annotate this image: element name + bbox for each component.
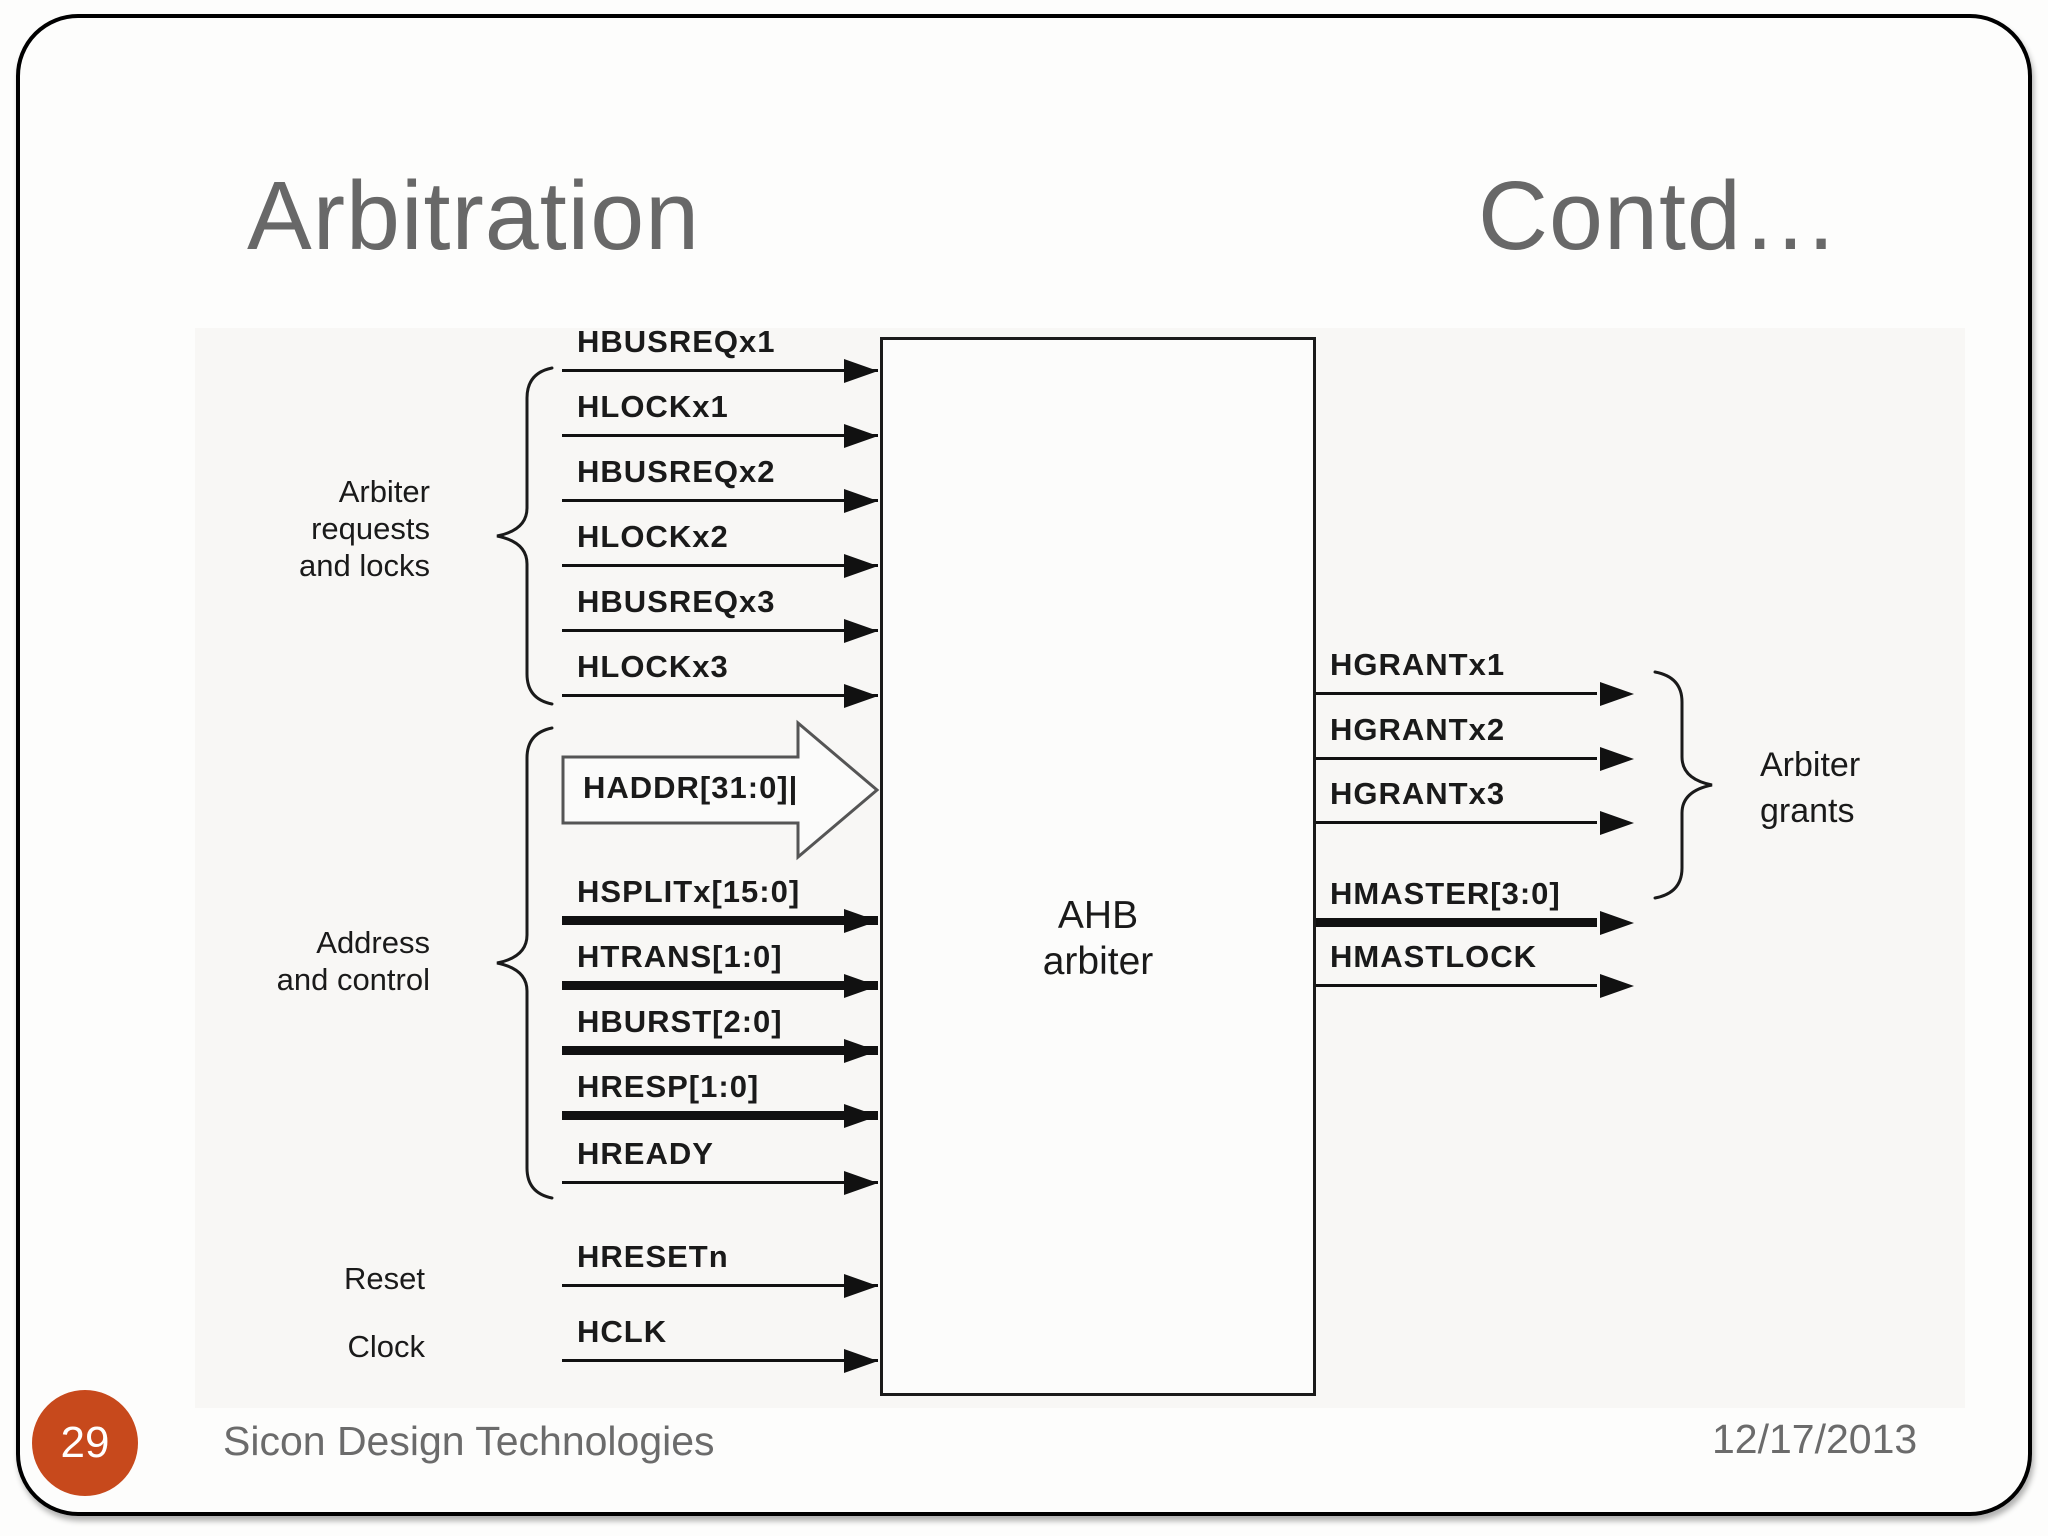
arrowhead-icon — [844, 684, 878, 708]
signal-wire — [1316, 692, 1597, 695]
signal-hclk: HCLK — [562, 1312, 878, 1373]
signal-hmastlock: HMASTLOCK — [1316, 937, 1634, 998]
ahb-arbiter-box — [880, 337, 1316, 1396]
signal-hmaster: HMASTER[3:0] — [1316, 874, 1634, 935]
signal-hsplitx: HSPLITx[15:0] — [562, 872, 878, 933]
signal-hgrantx3: HGRANTx3 — [1316, 774, 1634, 835]
signal-wire — [562, 1359, 878, 1362]
group-label-line: and locks — [299, 548, 430, 583]
arrowhead-icon — [844, 1171, 878, 1195]
signal-wire — [562, 694, 878, 697]
signal-haddr-label: HADDR[31:0]| — [583, 770, 799, 805]
signal-label: HREADY — [577, 1136, 714, 1171]
signal-wire — [562, 1284, 878, 1287]
signal-hresetn: HRESETn — [562, 1237, 878, 1298]
group-label-line: Address — [316, 925, 430, 960]
arrowhead-icon — [1600, 911, 1634, 935]
arrowhead-icon — [844, 359, 878, 383]
group-label-arbiter-requests: Arbiter requests and locks — [120, 473, 430, 584]
page-number: 29 — [60, 1418, 110, 1467]
signal-label: HRESP[1:0] — [577, 1069, 760, 1104]
signal-bus-wire — [562, 916, 878, 925]
arrowhead-icon — [1600, 974, 1634, 998]
signal-wire — [562, 564, 878, 567]
arrowhead-icon — [844, 1349, 878, 1373]
signal-label: HCLK — [577, 1314, 668, 1349]
signal-label: HBUSREQx2 — [577, 454, 776, 489]
arrowhead-icon — [844, 619, 878, 643]
signal-label: HLOCKx3 — [577, 649, 729, 684]
signal-hlockx3: HLOCKx3 — [562, 647, 878, 708]
signal-hbusreqx1: HBUSREQx1 — [562, 322, 878, 383]
signal-hbusreqx2: HBUSREQx2 — [562, 452, 878, 513]
ahb-arbiter-label-line1: AHB — [1057, 894, 1139, 937]
signal-wire — [562, 434, 878, 437]
signal-wire — [562, 499, 878, 502]
group-label-line: Arbiter — [338, 474, 430, 509]
signal-label: HBURST[2:0] — [577, 1004, 783, 1039]
signal-hgrantx2: HGRANTx2 — [1316, 710, 1634, 771]
signal-wire — [1316, 757, 1597, 760]
signal-label: HGRANTx2 — [1330, 712, 1506, 747]
footer-date: 12/17/2013 — [1712, 1416, 1918, 1462]
arrowhead-icon — [1600, 682, 1634, 706]
signal-hburst: HBURST[2:0] — [562, 1002, 878, 1063]
group-label-reset: Reset — [344, 1261, 425, 1296]
page-number-badge: 29 — [32, 1390, 138, 1496]
signal-hbusreqx3: HBUSREQx3 — [562, 582, 878, 643]
arrowhead-icon — [844, 1104, 878, 1128]
group-label-clock: Clock — [347, 1329, 425, 1364]
signal-label: HTRANS[1:0] — [577, 939, 783, 974]
signal-label: HGRANTx1 — [1330, 647, 1506, 682]
signal-label: HLOCKx1 — [577, 389, 729, 424]
ahb-arbiter-label: AHB arbiter — [880, 893, 1316, 985]
signal-label: HBUSREQx1 — [577, 324, 776, 359]
arrowhead-icon — [844, 909, 878, 933]
arrowhead-icon — [1600, 811, 1634, 835]
arrowhead-icon — [844, 1039, 878, 1063]
signal-wire — [1316, 984, 1597, 987]
arrowhead-icon — [844, 974, 878, 998]
group-label-line: Arbiter — [1760, 746, 1861, 784]
group-label-arbiter-grants: Arbiter grants — [1760, 742, 1860, 834]
signal-hready: HREADY — [562, 1134, 878, 1195]
signal-bus-wire — [562, 1111, 878, 1120]
ahb-arbiter-label-line2: arbiter — [1042, 940, 1154, 983]
signal-label: HMASTLOCK — [1330, 939, 1538, 974]
arrowhead-icon — [844, 489, 878, 513]
group-label-line: requests — [311, 511, 430, 546]
arrowhead-icon — [844, 424, 878, 448]
signal-label: HRESETn — [577, 1239, 729, 1274]
signal-wire — [562, 629, 878, 632]
signal-bus-wire — [1316, 918, 1597, 927]
signal-label: HSPLITx[15:0] — [577, 874, 801, 909]
signal-label: HLOCKx2 — [577, 519, 729, 554]
group-label-line: grants — [1760, 792, 1855, 830]
signal-label: HGRANTx3 — [1330, 776, 1506, 811]
signal-hgrantx1: HGRANTx1 — [1316, 645, 1634, 706]
signal-label: HBUSREQx3 — [577, 584, 776, 619]
signal-bus-wire — [562, 1046, 878, 1055]
signal-wire — [562, 369, 878, 372]
group-label-address-control: Address and control — [120, 924, 430, 998]
footer-company: Sicon Design Technologies — [223, 1418, 715, 1464]
slide-border — [16, 14, 2032, 1516]
page-title-contd: Contd… — [1478, 161, 1840, 270]
signal-hlockx2: HLOCKx2 — [562, 517, 878, 578]
signal-bus-wire — [562, 981, 878, 990]
signal-wire — [562, 1181, 878, 1184]
group-label-line: and control — [276, 962, 430, 997]
signal-wire — [1316, 821, 1597, 824]
signal-htrans: HTRANS[1:0] — [562, 937, 878, 998]
signal-label: HMASTER[3:0] — [1330, 876, 1561, 911]
signal-hresp: HRESP[1:0] — [562, 1067, 878, 1128]
arrowhead-icon — [844, 1274, 878, 1298]
arrowhead-icon — [844, 554, 878, 578]
signal-hlockx1: HLOCKx1 — [562, 387, 878, 448]
arrowhead-icon — [1600, 747, 1634, 771]
page-title: Arbitration — [247, 161, 701, 270]
